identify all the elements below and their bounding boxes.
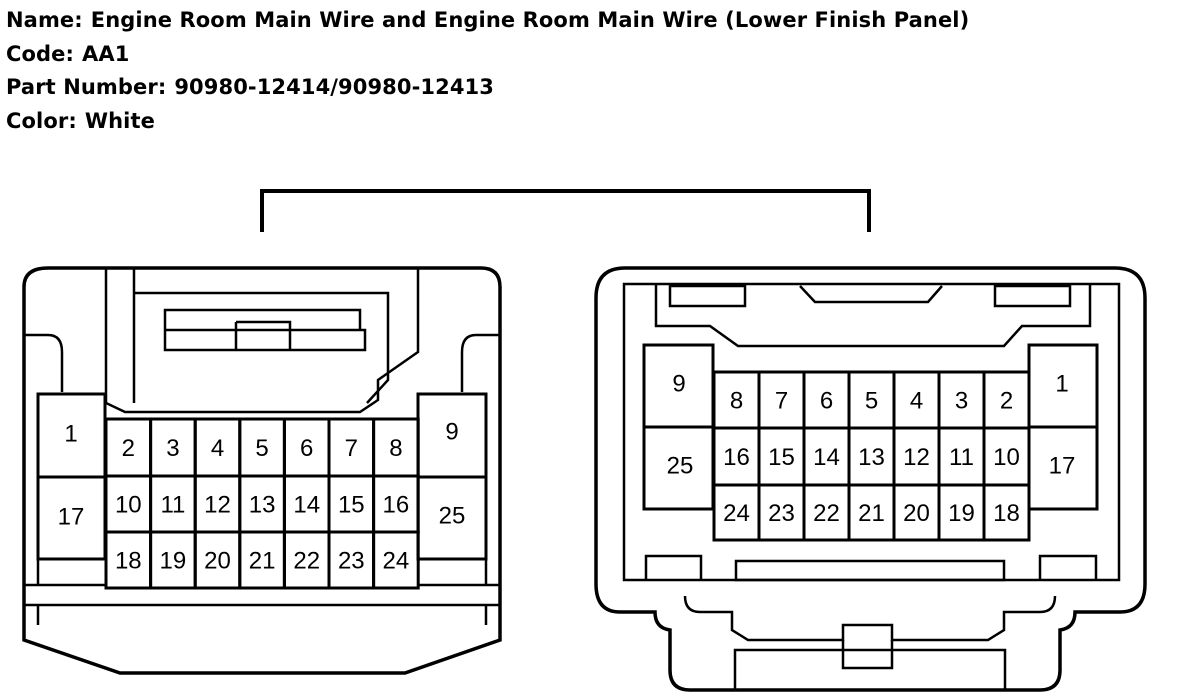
right-bottom-side-tabs [644,554,1098,580]
right-pin-label: 7 [775,388,788,415]
right-pin-label: 20 [903,500,930,527]
right-pin-label: 11 [949,444,974,471]
left-side-rail-right [460,333,500,392]
right-pin-label: 21 [858,500,885,527]
left-pin-label: 18 [115,548,142,575]
right-pin-label: 24 [723,500,750,527]
right-top-latch [799,285,943,304]
right-top-slot-right [993,284,1072,308]
name-value: Engine Room Main Wire and Engine Room Ma… [90,8,970,32]
right-connector-outline [594,266,1147,692]
left-pin-label: 14 [293,492,320,519]
connector-info: Name: Engine Room Main Wire and Engine Ro… [6,4,969,138]
left-pin-label: 22 [293,548,320,575]
left-connector [22,266,502,675]
right-pin-label: 4 [910,388,923,415]
part-number-label: Part Number: [6,75,167,99]
right-lock-button [733,640,1007,690]
right-pin-label: 5 [865,388,878,415]
left-pin-label: 21 [249,548,276,575]
mating-bracket [260,189,871,232]
left-pin-grid [104,417,420,590]
right-pin-label: 13 [858,444,885,471]
right-pin-label: 22 [813,500,840,527]
left-pin-label: 19 [160,548,187,575]
right-pin-labels: 8 7 6 5 4 3 2 16 15 14 13 12 11 10 24 23 22 21 20 19 18 [723,388,1020,528]
left-pin-label: 20 [204,548,231,575]
left-pin-label-big-25: 25 [439,503,466,530]
left-pin-label: 5 [255,435,268,462]
name-line: Name: Engine Room Main Wire and Engine Ro… [6,4,969,38]
left-pin-label: 23 [338,548,365,575]
left-pin-label: 2 [122,435,135,462]
left-bottom-ledge [24,559,500,625]
left-pin-label-big-17: 17 [58,504,85,531]
left-pin-label: 15 [338,492,365,519]
left-pin-label: 11 [160,492,185,519]
right-pin-label: 14 [813,444,840,471]
right-bottom-lock [683,595,1057,642]
right-inner-shelf [654,284,1092,348]
left-pin-label: 8 [389,435,402,462]
right-pin-label: 8 [730,388,743,415]
right-inner-frame [622,282,1121,582]
right-pin-label: 10 [993,444,1020,471]
code-line: Code: AA1 [6,38,969,72]
left-lock-outer [104,268,420,414]
left-pin-label: 24 [383,548,410,575]
right-pin-label: 3 [955,388,968,415]
left-pin-label: 10 [115,492,142,519]
right-pin-grid [712,370,1031,542]
left-pin-label: 4 [211,435,224,462]
right-pin-label: 6 [820,388,833,415]
left-pin-label: 7 [345,435,358,462]
left-lock-tab [163,308,367,352]
right-pin-label: 12 [903,444,930,471]
left-pin-label: 16 [383,492,410,519]
right-pin-label: 15 [768,444,795,471]
color-value: White [84,108,155,133]
right-pin-cell [982,483,1031,542]
right-pin-label: 19 [948,500,975,527]
left-pin-label: 6 [300,435,313,462]
code-label: Code: [6,41,75,66]
right-pin-label: 23 [768,500,795,527]
right-pin-label: 18 [993,500,1020,527]
right-pin-label-big-1: 1 [1055,371,1068,398]
left-lock-inner [132,268,390,404]
right-bottom-slot [734,559,1006,582]
right-pin-label: 16 [723,444,750,471]
right-connector [594,266,1147,692]
left-pin-label-big-9: 9 [445,419,458,446]
right-pin-label-big-25: 25 [667,453,694,480]
right-pin-label-big-9: 9 [672,371,685,398]
left-pin-label: 12 [204,492,231,519]
part-number-value: 90980-12414/90980-12413 [174,75,494,99]
part-number-line: Part Number: 90980-12414/90980-12413 [6,71,969,105]
left-pin-label-big-1: 1 [64,421,77,448]
name-label: Name: [6,8,83,32]
color-line: Color: White [6,105,969,139]
left-connector-outline [22,266,502,675]
code-value: AA1 [82,41,130,66]
left-pin-label: 3 [166,435,179,462]
color-label: Color: [6,108,77,133]
left-pin-label: 13 [249,492,276,519]
right-top-slot-left [668,284,747,308]
left-side-rail-left [24,333,64,392]
left-pin-cell [372,530,420,590]
right-pin-label: 2 [1000,388,1013,415]
right-pin-label-big-17: 17 [1049,453,1076,480]
